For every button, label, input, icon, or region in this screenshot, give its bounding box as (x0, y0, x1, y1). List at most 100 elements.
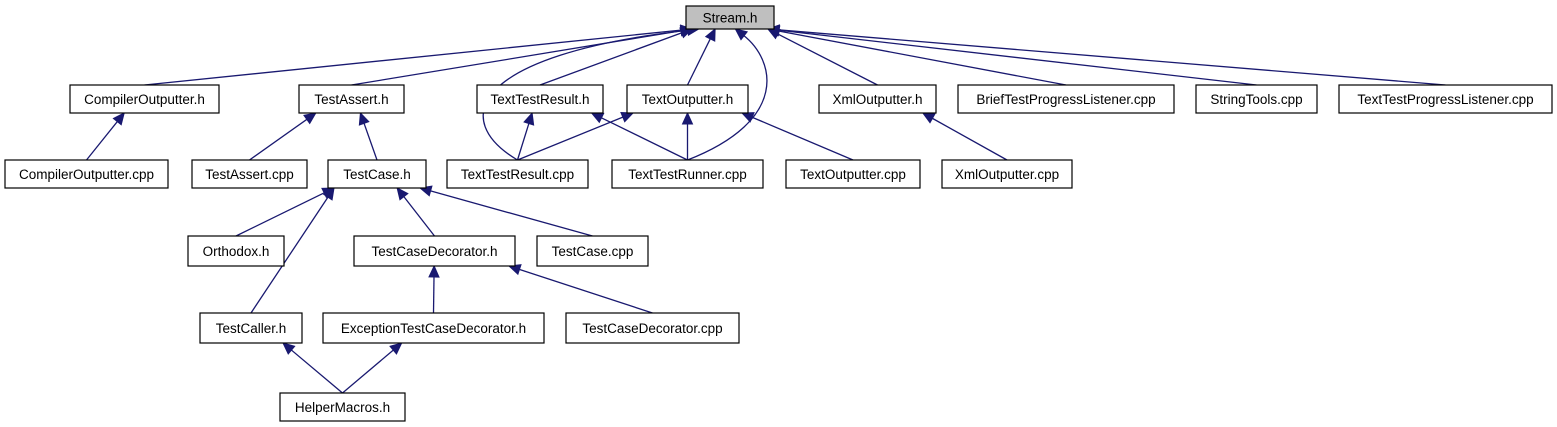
edge-testcasedecorator_h-to-testcase_h (396, 187, 436, 237)
node-textoutputter_h[interactable]: TextOutputter.h (626, 84, 749, 114)
edge-xmloutputter_h-to-stream_h (766, 28, 878, 86)
node-label: StringTools.cpp (1210, 92, 1302, 107)
arrowhead-icon (389, 342, 403, 355)
edge-testcase_cpp-to-testcase_h (418, 185, 593, 237)
edge-testcase_h-to-testassert_h (358, 111, 378, 161)
edge-compileroutputter_h-to-stream_h (144, 24, 694, 86)
arrowhead-icon (921, 112, 936, 124)
node-box (187, 235, 285, 267)
node-label: CompilerOutputter.h (84, 92, 205, 107)
node-testassert_h[interactable]: TestAssert.h (298, 84, 405, 114)
edge-texttestrunner_cpp-to-stream_h (687, 28, 768, 161)
node-textoutputter_cpp[interactable]: TextOutputter.cpp (785, 159, 921, 189)
edge-compileroutputter_cpp-to-compileroutputter_h (85, 112, 125, 161)
arrowhead-icon (704, 27, 716, 42)
node-box (611, 159, 764, 189)
edge-textoutputter_cpp-to-textoutputter_h (740, 112, 854, 161)
node-label: HelperMacros.h (295, 400, 390, 415)
node-box (4, 159, 169, 189)
node-box (327, 159, 427, 189)
node-label: TestCase.h (343, 167, 411, 182)
edge-testcaller_h-to-testcase_h (250, 186, 335, 314)
edge-helpermacros_h-to-testcaller_h (282, 342, 343, 394)
edge-texttestresult_cpp-to-texttestresult_h (516, 111, 535, 161)
node-box (69, 84, 220, 114)
node-testcasedecorator_h[interactable]: TestCaseDecorator.h (353, 235, 516, 267)
edge-texttestprogresslistener_cpp-to-stream_h (766, 24, 1446, 86)
node-label: TestAssert.cpp (205, 167, 294, 182)
node-box (199, 312, 303, 344)
arrowhead-icon (112, 112, 125, 126)
arrowhead-icon (523, 111, 535, 126)
node-compileroutputter_cpp[interactable]: CompilerOutputter.cpp (4, 159, 169, 189)
edge-stringtools_cpp-to-stream_h (766, 24, 1257, 86)
node-texttestprogresslistener_cpp[interactable]: TextTestProgressListener.cpp (1338, 84, 1553, 114)
arrowhead-icon (734, 28, 749, 41)
node-texttestresult_cpp[interactable]: TextTestResult.cpp (446, 159, 589, 189)
edge-testassert_cpp-to-testassert_h (249, 112, 317, 161)
node-label: TestCase.cpp (552, 244, 634, 259)
node-testcasedecorator_cpp[interactable]: TestCaseDecorator.cpp (565, 312, 740, 344)
arrowhead-icon (396, 187, 409, 201)
node-box (322, 312, 545, 344)
arrowhead-icon (740, 112, 755, 123)
node-stream_h[interactable]: Stream.h (685, 5, 775, 30)
edge-exceptiontestcasedecorator_h-to-testcasedecorator_h (428, 264, 440, 314)
node-box (353, 235, 516, 267)
node-box (191, 159, 308, 189)
node-xmloutputter_h[interactable]: XmlOutputter.h (818, 84, 937, 114)
node-box (1195, 84, 1318, 114)
node-texttestrunner_cpp[interactable]: TextTestRunner.cpp (611, 159, 764, 189)
arrowhead-icon (590, 112, 605, 124)
edge-helpermacros_h-to-exceptiontestcasedecorator_h (342, 342, 403, 394)
node-label: ExceptionTestCaseDecorator.h (341, 321, 526, 336)
node-testcase_h[interactable]: TestCase.h (327, 159, 427, 189)
node-box (476, 84, 604, 114)
edge-texttestresult_cpp-to-textoutputter_h (517, 111, 635, 161)
edge-texttestrunner_cpp-to-textoutputter_h (681, 111, 694, 160)
node-label: TextOutputter.cpp (800, 167, 906, 182)
node-testcase_cpp[interactable]: TestCase.cpp (536, 235, 649, 267)
graph-edges (85, 24, 1446, 394)
node-label: TestCaller.h (216, 321, 287, 336)
node-stringtools_cpp[interactable]: StringTools.cpp (1195, 84, 1318, 114)
node-texttestresult_h[interactable]: TextTestResult.h (476, 84, 604, 114)
node-orthodox_h[interactable]: Orthodox.h (187, 235, 285, 267)
node-box (685, 5, 775, 30)
node-label: TextTestProgressListener.cpp (1357, 92, 1533, 107)
node-testcaller_h[interactable]: TestCaller.h (199, 312, 303, 344)
node-xmloutputter_cpp[interactable]: XmlOutputter.cpp (941, 159, 1073, 189)
node-label: TestCaseDecorator.cpp (582, 321, 722, 336)
node-box (279, 392, 406, 422)
node-label: TextTestRunner.cpp (628, 167, 747, 182)
arrowhead-icon (322, 186, 335, 201)
node-label: TestAssert.h (314, 92, 388, 107)
node-box (941, 159, 1073, 189)
edge-texttestrunner_cpp-to-texttestresult_h (590, 112, 688, 161)
node-label: XmlOutputter.h (832, 92, 922, 107)
node-label: TestCaseDecorator.h (371, 244, 497, 259)
node-exceptiontestcasedecorator_h[interactable]: ExceptionTestCaseDecorator.h (322, 312, 545, 344)
node-box (1338, 84, 1553, 114)
node-box (626, 84, 749, 114)
node-helpermacros_h[interactable]: HelperMacros.h (279, 392, 406, 422)
node-label: TextTestResult.cpp (461, 167, 574, 182)
node-label: XmlOutputter.cpp (955, 167, 1059, 182)
edge-textoutputter_h-to-stream_h (686, 27, 716, 86)
node-compileroutputter_h[interactable]: CompilerOutputter.h (69, 84, 220, 114)
node-box (565, 312, 740, 344)
node-brieftestprogresslistener_cpp[interactable]: BriefTestProgressListener.cpp (957, 84, 1175, 114)
edge-brieftestprogresslistener_cpp-to-stream_h (766, 25, 1067, 86)
node-box (785, 159, 921, 189)
node-box (298, 84, 405, 114)
node-box (957, 84, 1175, 114)
node-box (446, 159, 589, 189)
node-testassert_cpp[interactable]: TestAssert.cpp (191, 159, 308, 189)
edge-orthodox_h-to-testcase_h (235, 187, 336, 237)
node-label: Orthodox.h (203, 244, 270, 259)
node-label: TextTestResult.h (490, 92, 589, 107)
node-label: BriefTestProgressListener.cpp (976, 92, 1155, 107)
arrowhead-icon (282, 342, 296, 355)
